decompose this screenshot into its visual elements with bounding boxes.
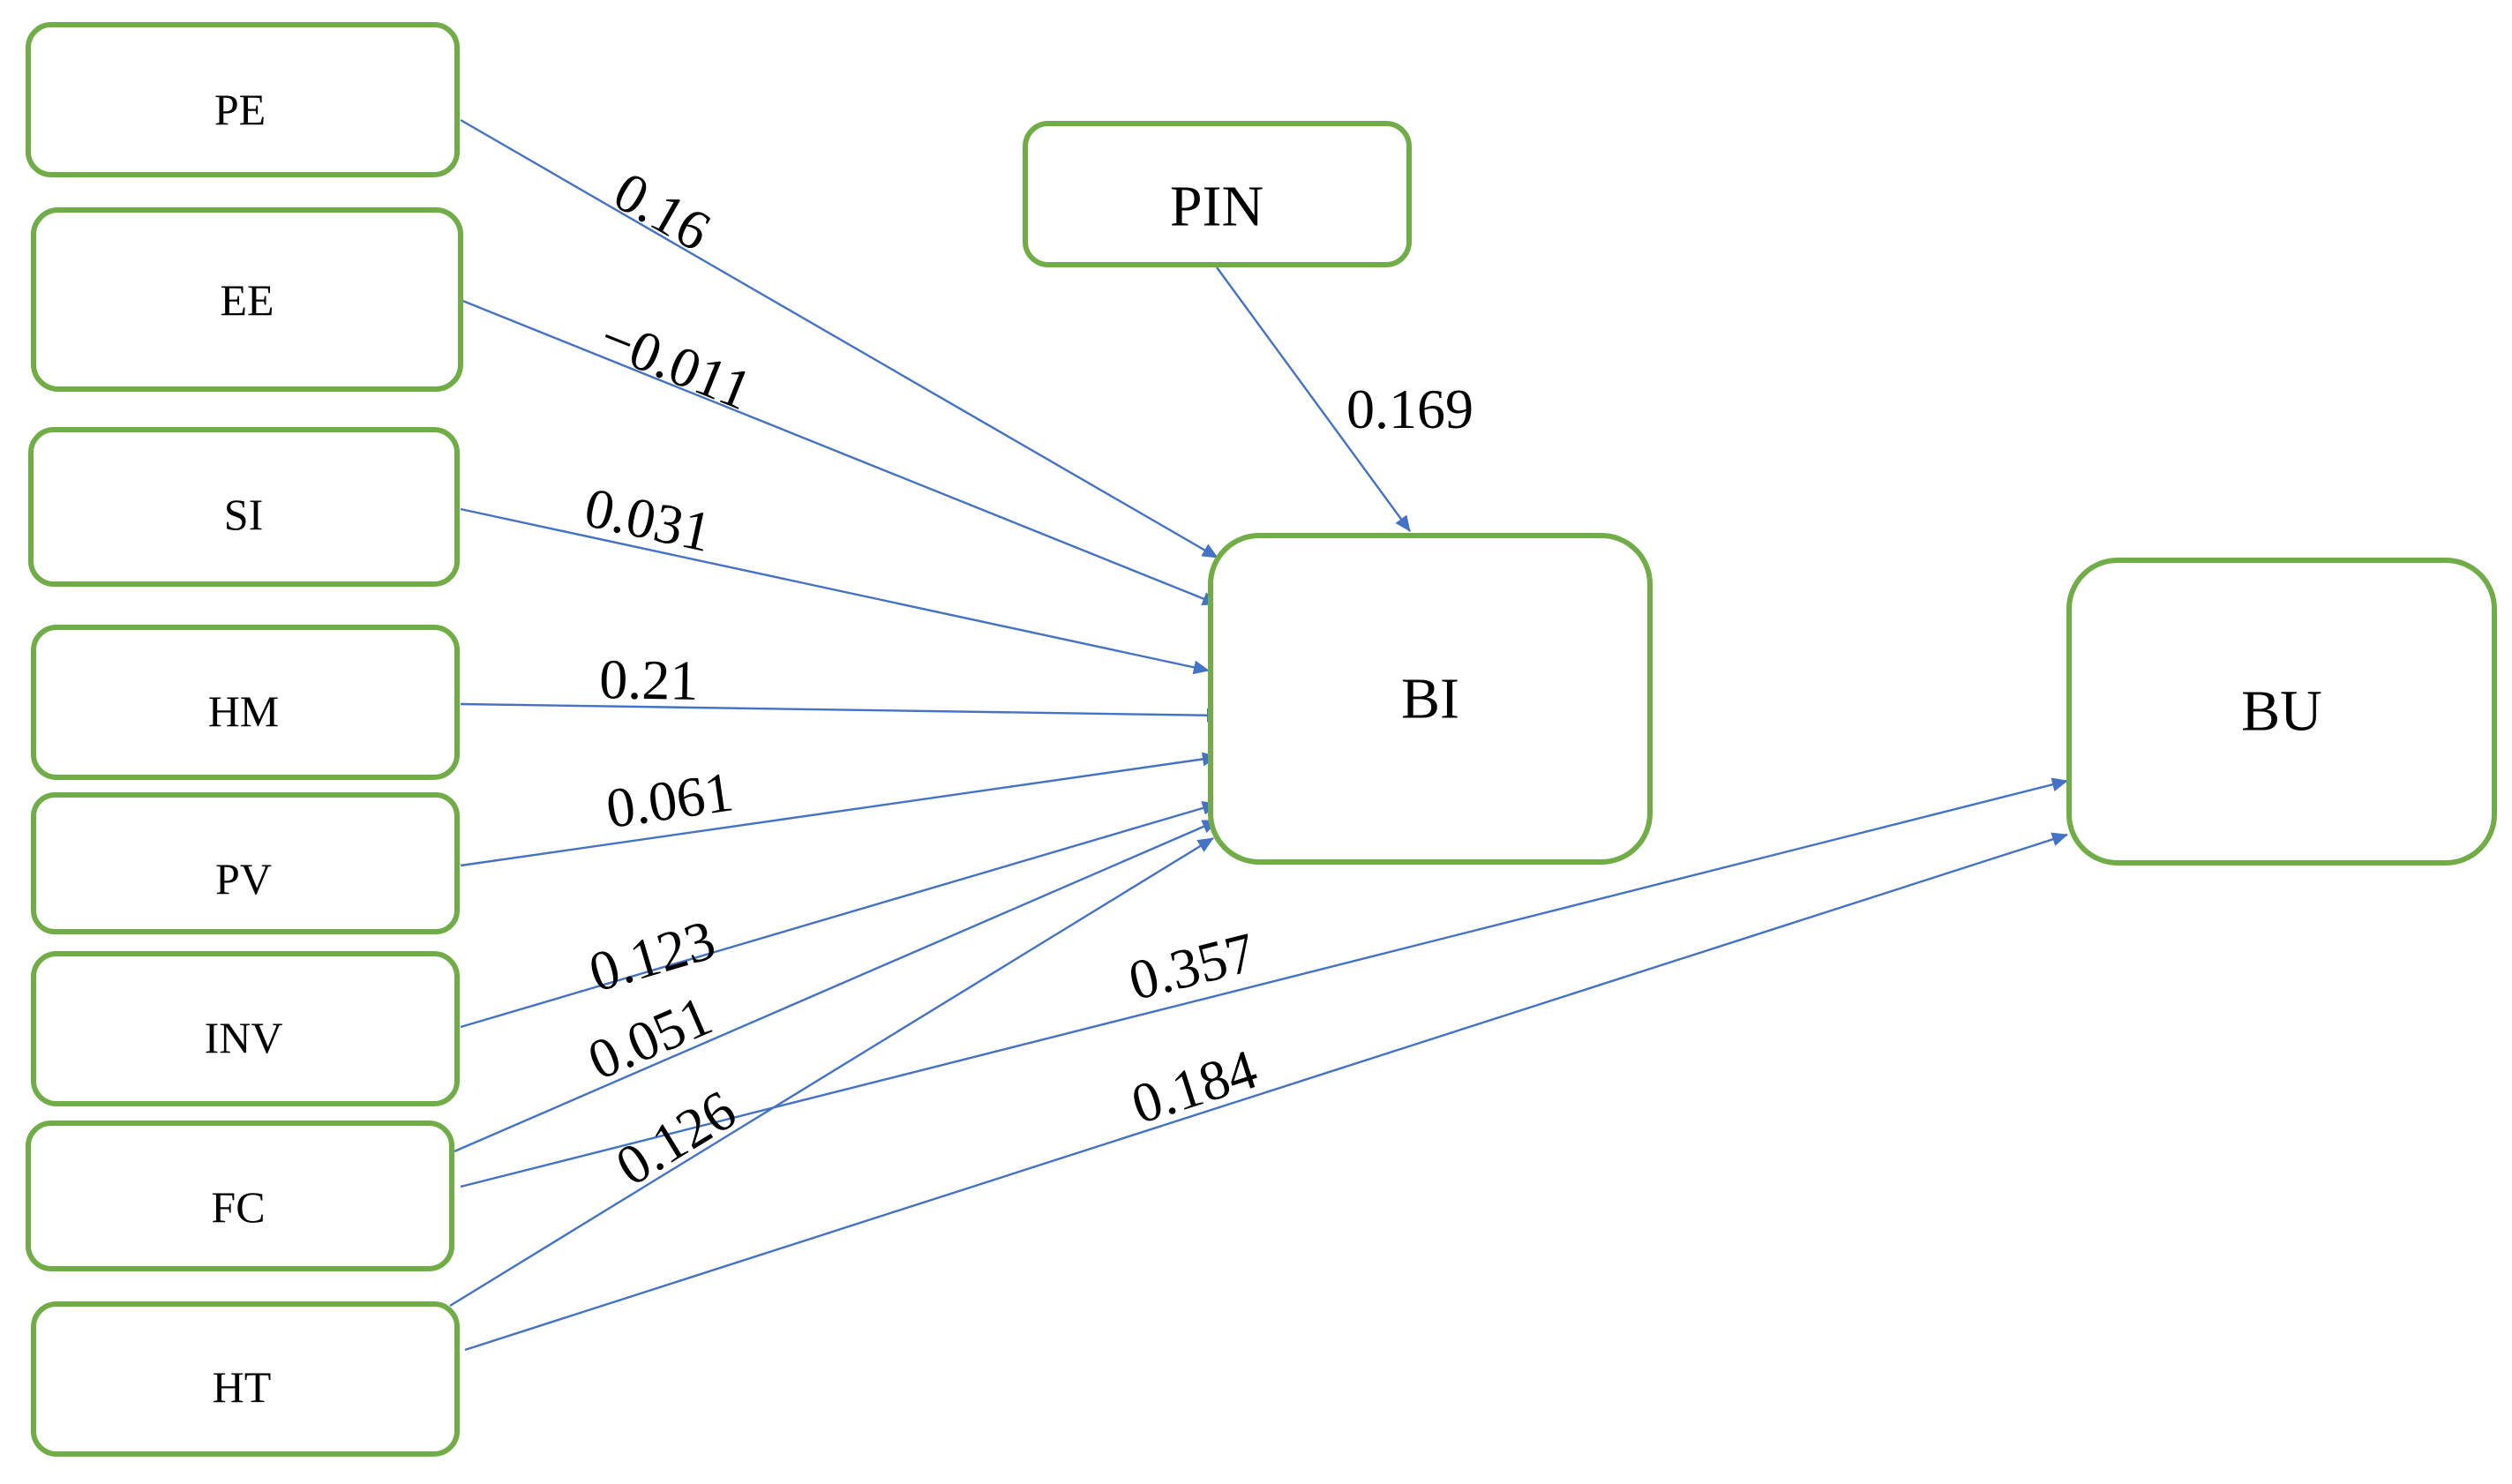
node-ee-box: [31, 207, 463, 392]
edge-inv-bi: [460, 801, 1219, 1029]
node-bu[interactable]: BU: [2066, 558, 2497, 866]
edges: [449, 118, 2068, 1352]
node-pv-box: [31, 792, 460, 934]
node-hm[interactable]: HM: [31, 625, 460, 780]
node-inv-box: [31, 951, 460, 1106]
edge-fc-bu: [460, 777, 2068, 1188]
edge-ht-bi: [449, 836, 1214, 1308]
node-si-box: [28, 427, 460, 587]
edge-pv-bi: [460, 752, 1219, 867]
node-bi-label: BI: [1401, 667, 1459, 731]
edge-label-hm-bi: 0.21: [599, 648, 699, 712]
node-si-label: SI: [224, 490, 263, 539]
edge-label-si-bi: 0.031: [580, 476, 717, 564]
edge-label-ht-bu: 0.184: [1124, 1038, 1264, 1136]
edge-label-ee-bi: −0.011: [591, 305, 760, 422]
node-fc[interactable]: FC: [26, 1120, 454, 1271]
edge-pin-bi: [1216, 266, 1411, 532]
node-pe[interactable]: PE: [26, 22, 460, 177]
node-bi[interactable]: BI: [1208, 533, 1653, 865]
edge-pe-bi: [460, 118, 1219, 559]
edge-label-fc-bu: 0.357: [1122, 920, 1261, 1012]
node-ee[interactable]: EE: [31, 207, 463, 392]
edge-ht-bu: [464, 832, 2068, 1352]
node-inv-label: INV: [205, 1013, 283, 1062]
node-ee-label: EE: [220, 275, 274, 325]
node-ht-box: [31, 1301, 460, 1457]
node-pv[interactable]: PV: [31, 792, 460, 934]
edge-ee-bi: [460, 298, 1219, 606]
nodes: PE EE SI HM PV INV FC HT: [26, 22, 2497, 1457]
node-pin-box: [1023, 121, 1412, 267]
edge-label-pin-bi: 0.169: [1346, 378, 1473, 440]
node-pin[interactable]: PIN: [1023, 121, 1412, 267]
node-pin-label: PIN: [1170, 175, 1263, 239]
edge-hm-bi: [460, 702, 1223, 723]
edge-fc-bi: [454, 819, 1219, 1153]
node-pe-label: PE: [214, 85, 266, 134]
node-ht-label: HT: [213, 1362, 272, 1412]
node-inv[interactable]: INV: [31, 951, 460, 1106]
node-hm-box: [31, 625, 460, 780]
node-hm-label: HM: [208, 686, 280, 736]
node-fc-box: [26, 1120, 454, 1271]
node-bi-box: [1208, 533, 1653, 865]
node-ht[interactable]: HT: [31, 1301, 460, 1457]
edge-si-bi: [460, 507, 1210, 675]
node-bu-label: BU: [2241, 679, 2322, 744]
edge-label-ht-bi: 0.126: [605, 1078, 746, 1198]
node-bu-box: [2066, 558, 2497, 866]
node-pv-label: PV: [215, 854, 272, 903]
node-pe-box: [26, 22, 460, 177]
node-si[interactable]: SI: [28, 427, 460, 587]
edge-label-pe-bi: 0.16: [604, 160, 720, 263]
edge-label-inv-bi: 0.123: [582, 908, 722, 1004]
node-fc-label: FC: [211, 1182, 265, 1232]
